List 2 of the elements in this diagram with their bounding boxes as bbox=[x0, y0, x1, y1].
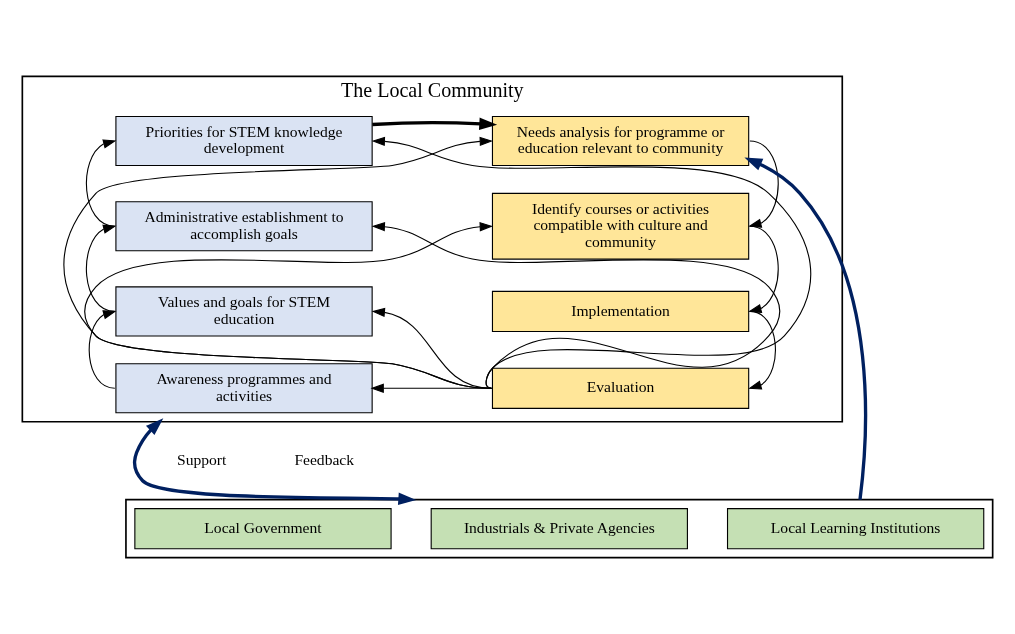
label: Feedback bbox=[294, 450, 355, 468]
label: Support bbox=[177, 450, 227, 468]
